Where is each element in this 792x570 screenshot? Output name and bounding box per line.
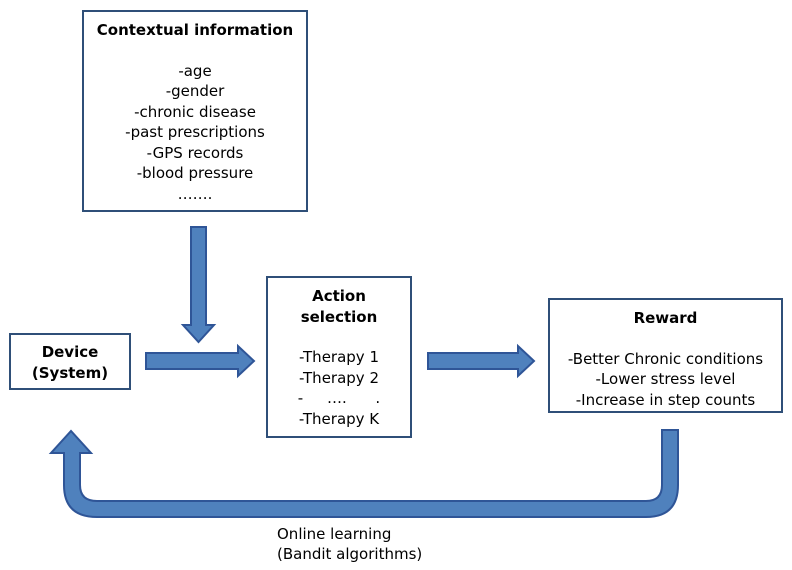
reward-item: -Increase in step counts: [575, 390, 756, 409]
therapy-item: -Therapy 2: [298, 368, 379, 387]
right-arrow-action-to-reward: [427, 343, 536, 379]
feedback-loop-arrow: [48, 429, 679, 518]
online-learning-caption: Online learning (Bandit algorithms): [277, 524, 422, 564]
reward-title: Reward: [633, 309, 698, 327]
action-subtitle: selection: [300, 307, 378, 326]
device-system-box: Device (System): [9, 333, 131, 390]
context-item: -past prescriptions: [125, 123, 265, 141]
device-title: Device: [41, 343, 99, 361]
context-item: -blood pressure: [136, 164, 254, 182]
context-item: -age: [178, 61, 212, 80]
context-item: -GPS records: [146, 143, 244, 162]
down-arrow: [180, 226, 217, 344]
caption-line: Online learning: [277, 525, 392, 543]
context-item: …….: [177, 184, 213, 203]
therapy-item: - …. .: [297, 389, 381, 407]
contextual-information-box: Contextual information -age -gender -chr…: [82, 10, 308, 212]
contextual-information-title: Contextual information: [96, 21, 294, 39]
action-title: Action: [312, 287, 366, 305]
reward-item: -Better Chronic conditions: [567, 349, 764, 368]
action-selection-box: Action selection -Therapy 1 -Therapy 2 -…: [266, 276, 412, 438]
context-item: -gender: [165, 82, 225, 100]
therapy-item: -Therapy 1: [298, 348, 379, 366]
therapy-item: -Therapy K: [298, 409, 380, 428]
right-arrow-device-to-action: [145, 343, 256, 379]
device-subtitle: (System): [31, 363, 109, 382]
context-item: -chronic disease: [134, 102, 256, 121]
reward-box: Reward -Better Chronic conditions -Lower…: [548, 298, 783, 413]
caption-line: (Bandit algorithms): [277, 545, 423, 563]
reward-item: -Lower stress level: [595, 370, 736, 388]
